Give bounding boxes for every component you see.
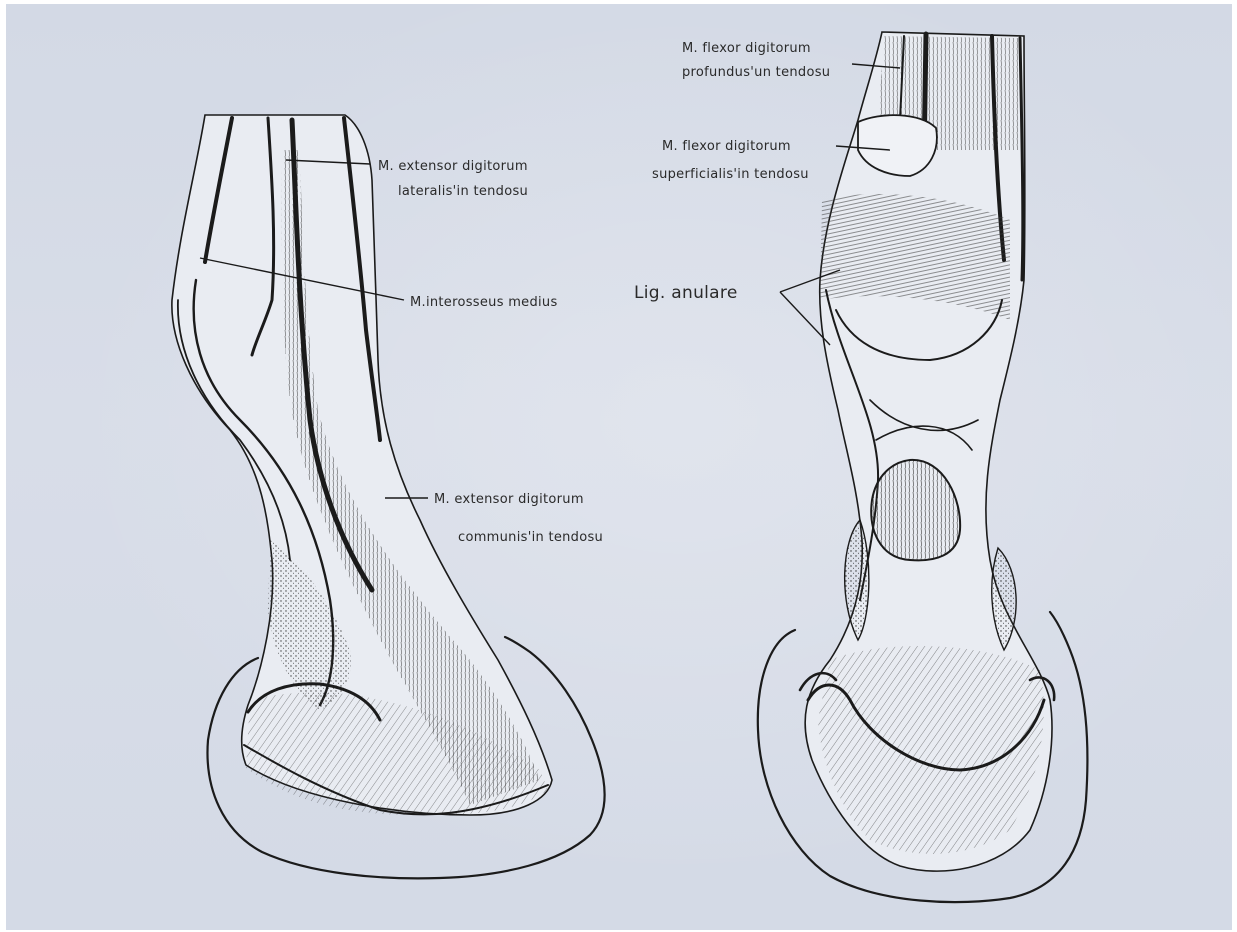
label-lig-anulare: Lig. anulare <box>634 283 738 303</box>
right-left-bulge <box>845 520 869 640</box>
label-edc-line2: communis'in tendosu <box>458 530 603 545</box>
label-fdp-line2: profundus'un tendosu <box>682 65 830 80</box>
left-lateral-view: M. extensor digitorum lateralis'in tendo… <box>172 115 605 878</box>
label-fds-line1: M. flexor digitorum <box>662 139 791 154</box>
label-fdp-line1: M. flexor digitorum <box>682 41 811 56</box>
label-edl-line1: M. extensor digitorum <box>378 159 528 174</box>
label-edl-line2: lateralis'in tendosu <box>398 184 528 199</box>
label-edc-line1: M. extensor digitorum <box>434 492 584 507</box>
label-fds-line2: superficialis'in tendosu <box>652 167 809 182</box>
right-palmar-view: M. flexor digitorum profundus'un tendosu… <box>634 32 1087 902</box>
label-interosseus: M.interosseus medius <box>410 295 558 310</box>
